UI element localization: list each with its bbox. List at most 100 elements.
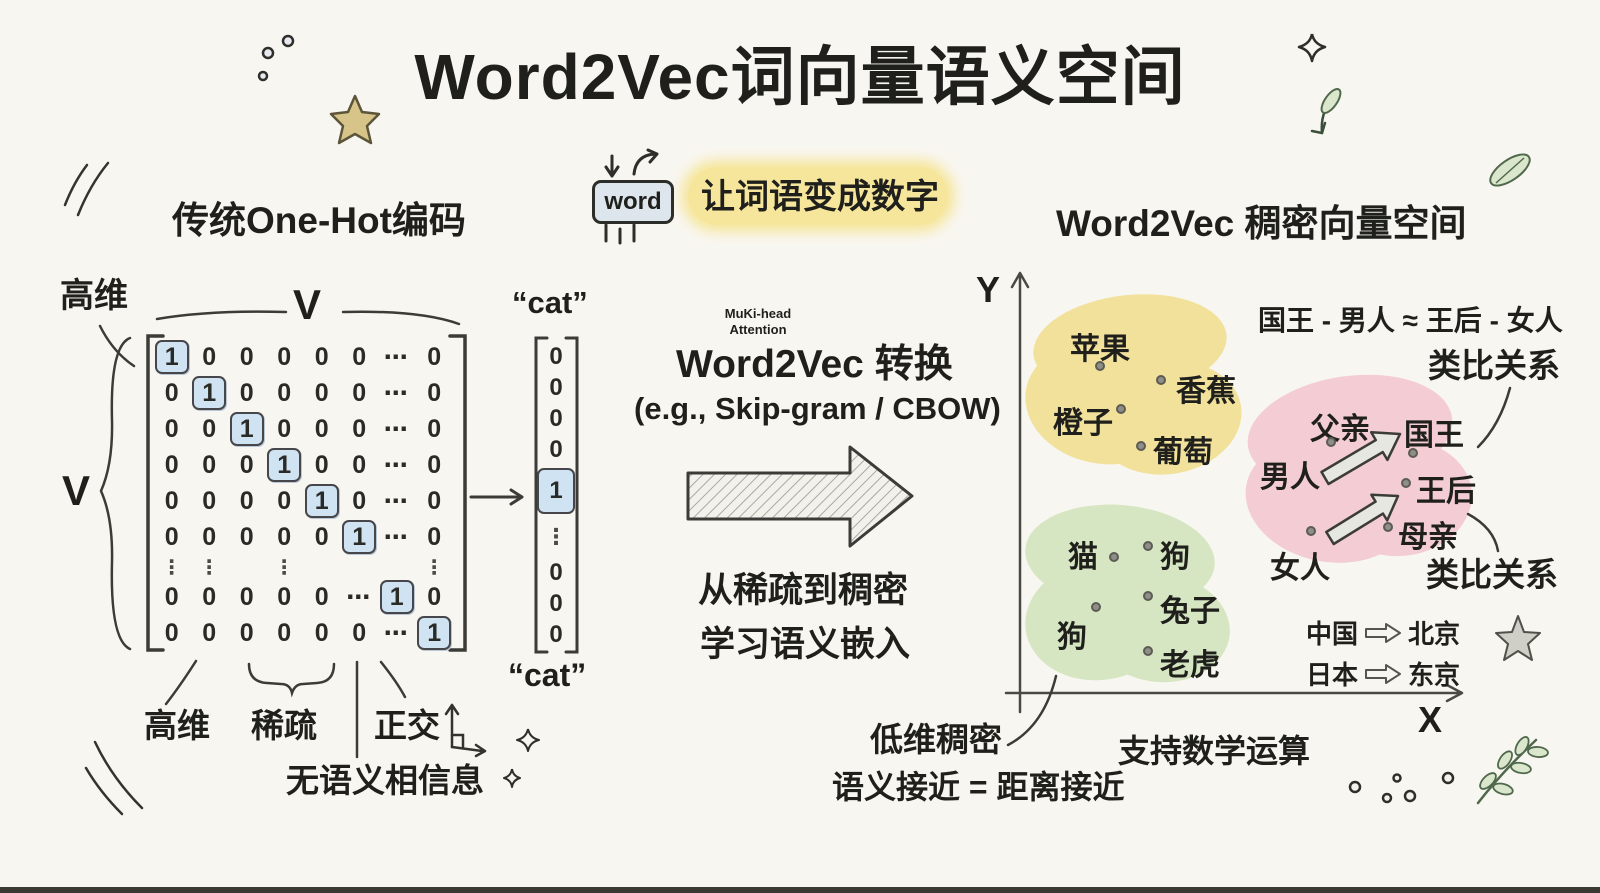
star-icon (329, 94, 381, 145)
matrix-cell: 1 (379, 580, 414, 614)
footnote-high-dim: 高维 (144, 707, 210, 744)
capital-label: 北京 (1408, 619, 1461, 649)
cluster-word-royals: 王后 (1416, 475, 1476, 508)
hash-marks-bottom-left (84, 740, 144, 816)
word-chip: word (592, 180, 674, 224)
matrix-cell: 0 (202, 522, 217, 551)
vector-point-dot (1401, 478, 1411, 488)
matrix-cell: 0 (164, 582, 179, 611)
left-panel-title: 传统One-Hot编码 (172, 200, 466, 241)
matrix-cell: 0 (352, 486, 367, 515)
transform-arrow (686, 445, 914, 548)
matrix-brackets (146, 334, 467, 652)
cluster-word-animals: 老虎 (1160, 649, 1220, 682)
vector-point-dot (1136, 441, 1146, 451)
matrix-cell: ⋯ (346, 583, 373, 611)
matrix-cell: 0 (164, 378, 179, 407)
matrix-cell: 0 (352, 342, 367, 371)
vector-cell: 0 (549, 342, 563, 370)
callout-curves (1006, 386, 1512, 747)
matrix-cell: 0 (164, 522, 179, 551)
analogy-label-top: 类比关系 (1428, 347, 1560, 384)
matrix-cell: ⋯ (383, 619, 410, 647)
matrix-cell: 0 (314, 378, 329, 407)
matrix-cell: 0 (164, 414, 179, 443)
vector-point-dot (1143, 541, 1153, 551)
vector-point-dot (1109, 552, 1119, 562)
matrix-cell: 0 (427, 414, 442, 443)
vector-cell: 0 (549, 435, 563, 463)
matrix-cell: ⋮ (161, 556, 182, 579)
orthogonal-axes-icon (444, 703, 487, 758)
tagline-highlight (688, 167, 948, 225)
matrix-cell: 0 (277, 414, 292, 443)
matrix-cell: 0 (164, 486, 179, 515)
matrix-cell: 0 (164, 450, 179, 479)
matrix-cell: 0 (277, 582, 292, 611)
vector-point-dot (1326, 437, 1336, 447)
matrix-cell: ⋮ (424, 556, 445, 579)
analogy-label-bottom: 类比关系 (1426, 556, 1558, 593)
matrix-cell: 0 (202, 486, 217, 515)
leaf-sprig-icon (1310, 88, 1342, 135)
country-label: 中国 (1306, 619, 1359, 649)
note-distance: 语义接近 = 距离接近 (832, 769, 1125, 805)
vector-point-dot (1383, 522, 1393, 532)
matrix-cell: 0 (164, 618, 179, 647)
hash-marks-top-left (63, 161, 110, 217)
footnote-sparse: 稀疏 (251, 707, 317, 744)
hollow-arrow-icon (1365, 663, 1402, 684)
matrix-cell: 0 (314, 618, 329, 647)
cluster-word-fruits: 香蕉 (1176, 375, 1236, 408)
cluster-word-fruits: 葡萄 (1153, 436, 1213, 469)
matrix-cell: ⋯ (383, 343, 410, 371)
matrix-cell: 0 (427, 450, 442, 479)
animal-cluster-blob (1025, 504, 1230, 683)
matrix-cell: 1 (192, 376, 227, 410)
capital-mapping-row: 中国 北京 (1306, 614, 1460, 651)
matrix-cell: 0 (202, 342, 217, 371)
matrix-cell: 1 (154, 340, 189, 374)
matrix-cell: 0 (427, 486, 442, 515)
matrix-cell: ⋯ (383, 415, 410, 443)
matrix-cell (341, 555, 379, 579)
vector-point-dot (1408, 448, 1418, 458)
matrix-cell: ⋮ (199, 556, 220, 579)
matrix-cell (228, 555, 266, 579)
analogy-arrows (1320, 431, 1402, 546)
note-math-ops: 支持数学运算 (1118, 733, 1311, 769)
xy-axes (1004, 271, 1464, 714)
matrix-cell: ⋮ (274, 556, 295, 579)
matrix-cell: 0 (239, 522, 254, 551)
sparkle-icon-top-right (1297, 33, 1327, 63)
cluster-word-animals: 兔子 (1160, 595, 1220, 628)
cluster-word-fruits: 橙子 (1053, 407, 1113, 440)
matrix-cell: 0 (314, 450, 329, 479)
x-axis-label: X (1418, 699, 1443, 740)
matrix-cell: 0 (314, 342, 329, 371)
attention-note-line2: Attention (729, 322, 787, 338)
footnote-connectors (164, 659, 407, 759)
matrix-cell: 1 (417, 616, 452, 650)
matrix-cell: ⋯ (383, 523, 410, 551)
vector-point-dot (1306, 526, 1316, 536)
vector-point-dot (1091, 602, 1101, 612)
matrix-cell: 0 (239, 342, 254, 371)
matrix-cell: 1 (342, 520, 377, 554)
page-title: Word2Vec词向量语义空间 (414, 41, 1186, 113)
right-panel-title: Word2Vec 稠密向量空间 (1056, 203, 1467, 244)
transform-subtitle: (e.g., Skip-gram / CBOW) (634, 391, 1001, 426)
matrix-cell: 0 (202, 450, 217, 479)
matrix-cell (378, 555, 416, 579)
cluster-word-animals: 狗 (1057, 621, 1087, 654)
matrix-cell: ⋯ (383, 451, 410, 479)
tagline: 让词语变成数字 (701, 178, 939, 216)
matrix-cell: 0 (239, 582, 254, 611)
vector-cell: 0 (549, 404, 563, 432)
transform-title: Word2Vec 转换 (676, 343, 953, 386)
capital-label: 东京 (1408, 660, 1461, 690)
leaf-icon-right (1489, 153, 1531, 187)
capital-mapping-list: 中国北京日本东京 (1306, 614, 1460, 692)
